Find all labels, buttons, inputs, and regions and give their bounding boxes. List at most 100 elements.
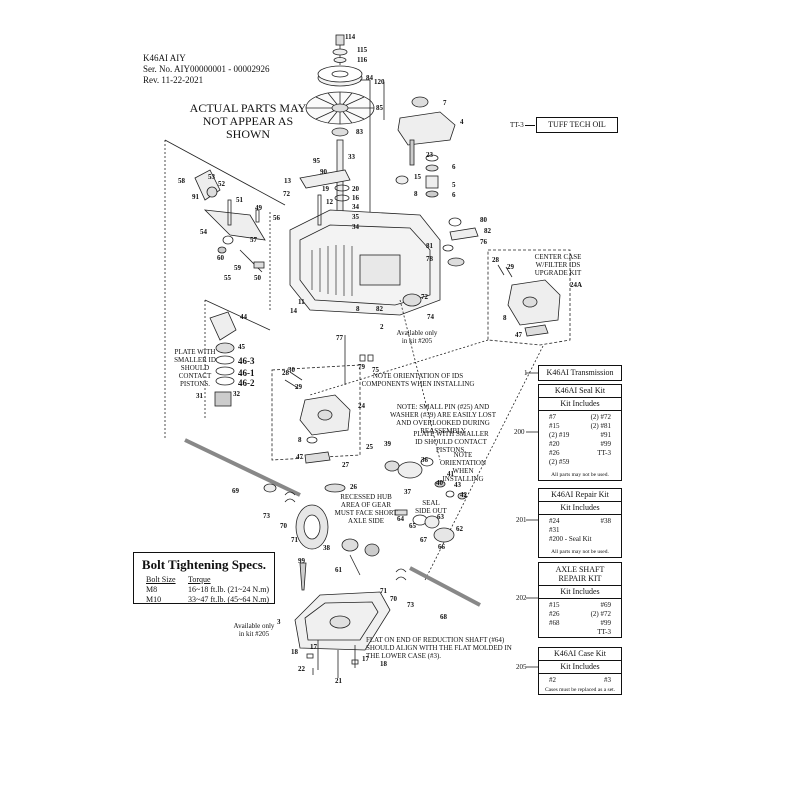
part-num-7: 7 [443,99,447,107]
part-num-83: 83 [356,128,363,136]
repair-kit-ref: 201 [516,516,527,524]
part-num-2: 2 [380,323,384,331]
part-num-52a: 52 [218,180,225,188]
part-num-49: 49 [255,204,262,212]
model-label: K46AI AIY [143,53,186,63]
part-num-22: 22 [298,665,305,673]
part-num-58: 58 [178,177,185,185]
axle-kit-items: #15#69 #26(2) #72 #68#99 TT-3 [549,601,611,636]
bolt-specs-title: Bolt Tightening Specs. [141,557,267,572]
bolt-size-m8: M8 [146,585,158,594]
part-num-56: 56 [273,214,280,222]
repair-kit-title: K46AI Repair Kit [539,489,621,502]
part-num-27: 27 [342,461,349,469]
seal-kit-title: K46AI Seal Kit [539,385,621,398]
part-num-82b: 82 [376,305,383,313]
repair-kit-box: K46AI Repair Kit Kit Includes #24#38 #31… [538,488,622,558]
part-num-34a: 34 [352,203,359,211]
part-num-60: 60 [217,254,224,262]
part-num-32: 32 [233,390,240,398]
plate-smaller-id-note-left: PLATE WITH SMALLER ID SHOULD CONTACT PIS… [174,348,216,388]
tuff-tech-ref: TT-3 [510,121,524,129]
part-num-63: 63 [437,513,444,521]
part-num-61: 61 [335,566,342,574]
actual-parts-note: ACTUAL PARTS MAY NOT APPEAR AS SHOWN [189,101,307,141]
torque-m8: 16~18 ft.lb. (21~24 N.m) [188,585,270,594]
part-num-21: 21 [335,677,342,685]
part-num-39: 39 [384,440,391,448]
part-num-26: 26 [350,483,357,491]
part-num-13: 13 [284,177,291,185]
plate-smaller-id-note-right: PLATE WITH SMALLER ID SHOULD CONTACT PIS… [413,430,489,454]
part-num-70b: 70 [390,595,397,603]
part-num-24a: 24A [570,281,583,289]
center-case-note: CENTER CASE W/FILTER IDS UPGRADE KIT [534,253,582,277]
bolt-size-header: Bolt Size [146,575,176,584]
part-num-78: 78 [426,255,433,263]
seal-side-out-note: SEAL SIDE OUT [415,499,447,515]
part-num-6a: 6 [452,163,456,171]
part-num-62: 62 [456,525,463,533]
repair-kit-note: All parts may not be used. [551,549,609,555]
part-num-47b: 47 [515,331,522,339]
part-num-72a: 72 [283,190,290,198]
part-num-67: 67 [420,536,427,544]
part-num-54: 54 [200,228,207,236]
part-num-16: 16 [352,194,359,202]
part-num-36: 36 [421,456,428,464]
part-num-12: 12 [326,198,333,206]
part-num-33: 33 [348,153,355,161]
part-num-46-3: 46-3 [238,356,255,366]
part-num-30: 30 [288,366,295,374]
part-num-79: 79 [358,363,365,371]
part-num-45: 45 [238,343,245,351]
seal-kit-box: K46AI Seal Kit Kit Includes #7(2) #72 #1… [538,384,622,481]
part-num-29b: 29 [507,263,514,271]
part-num-71a: 71 [291,536,298,544]
torque-header: Torque [188,575,211,584]
part-num-37: 37 [404,488,411,496]
part-num-31: 31 [196,392,203,400]
part-num-70a: 70 [280,522,287,530]
document-header: K46AI AIY Ser. No. AIY00000001 - 0000292… [143,53,270,86]
repair-kit-items: #24#38 #31 #200 - Seal Kit [549,517,611,543]
case-kit-includes: Kit Includes [539,661,621,674]
part-num-28a: 28 [282,369,289,377]
part-num-38: 38 [323,544,330,552]
part-num-77: 77 [336,334,343,342]
part-num-65: 65 [409,522,416,530]
bolt-specs-table: Bolt Size Torque M8 16~18 ft.lb. (21~24 N.… [146,575,274,605]
part-num-91: 91 [192,193,199,201]
part-num-85: 85 [376,104,383,112]
part-num-55: 55 [224,274,231,282]
seal-kit-items: #7(2) #72 #15(2) #81 (2) #19#91 #20#99 #… [549,413,611,466]
part-num-95: 95 [313,157,320,165]
revision-label: Rev. 11-22-2021 [143,75,204,85]
part-num-116: 116 [357,56,368,64]
case-kit-note: Cases must be replaced as a set. [544,687,616,693]
part-num-46-1: 46-1 [238,368,255,378]
recessed-hub-note: RECESSED HUB AREA OF GEAR MUST FACE SHOR… [334,493,398,525]
available-only-kit-note-3: Available only in kit #205 [233,622,275,638]
part-num-8d: 8 [503,314,507,322]
repair-kit-includes: Kit Includes [539,502,621,515]
part-num-81: 81 [426,242,433,250]
part-num-42: 42 [460,491,467,499]
part-num-64: 64 [397,515,404,523]
torque-m10: 33~47 ft.lb. (45~64 N.m) [188,595,270,604]
seal-kit-note: All parts may not be used. [551,472,609,478]
flat-end-reduction-shaft-note: FLAT ON END OF REDUCTION SHAFT (#64) SHO… [366,636,512,660]
transmission-ref: 1 [524,369,528,377]
part-num-11: 11 [298,298,305,306]
tuff-tech-oil-box: TUFF TECH OIL [536,117,618,133]
orientation-install-note: NOTE ORIENTATION WHEN INSTALLING [439,451,487,483]
part-num-57: 57 [250,236,257,244]
part-num-17b: 17 [362,655,369,663]
part-num-66: 66 [438,543,445,551]
transmission-box: K46AI Transmission [538,365,622,381]
bolt-size-m10: M10 [146,595,162,604]
part-num-25: 25 [366,443,373,451]
part-num-72b: 72 [421,293,428,301]
available-only-kit-note-2: Available only in kit #205 [396,329,438,345]
